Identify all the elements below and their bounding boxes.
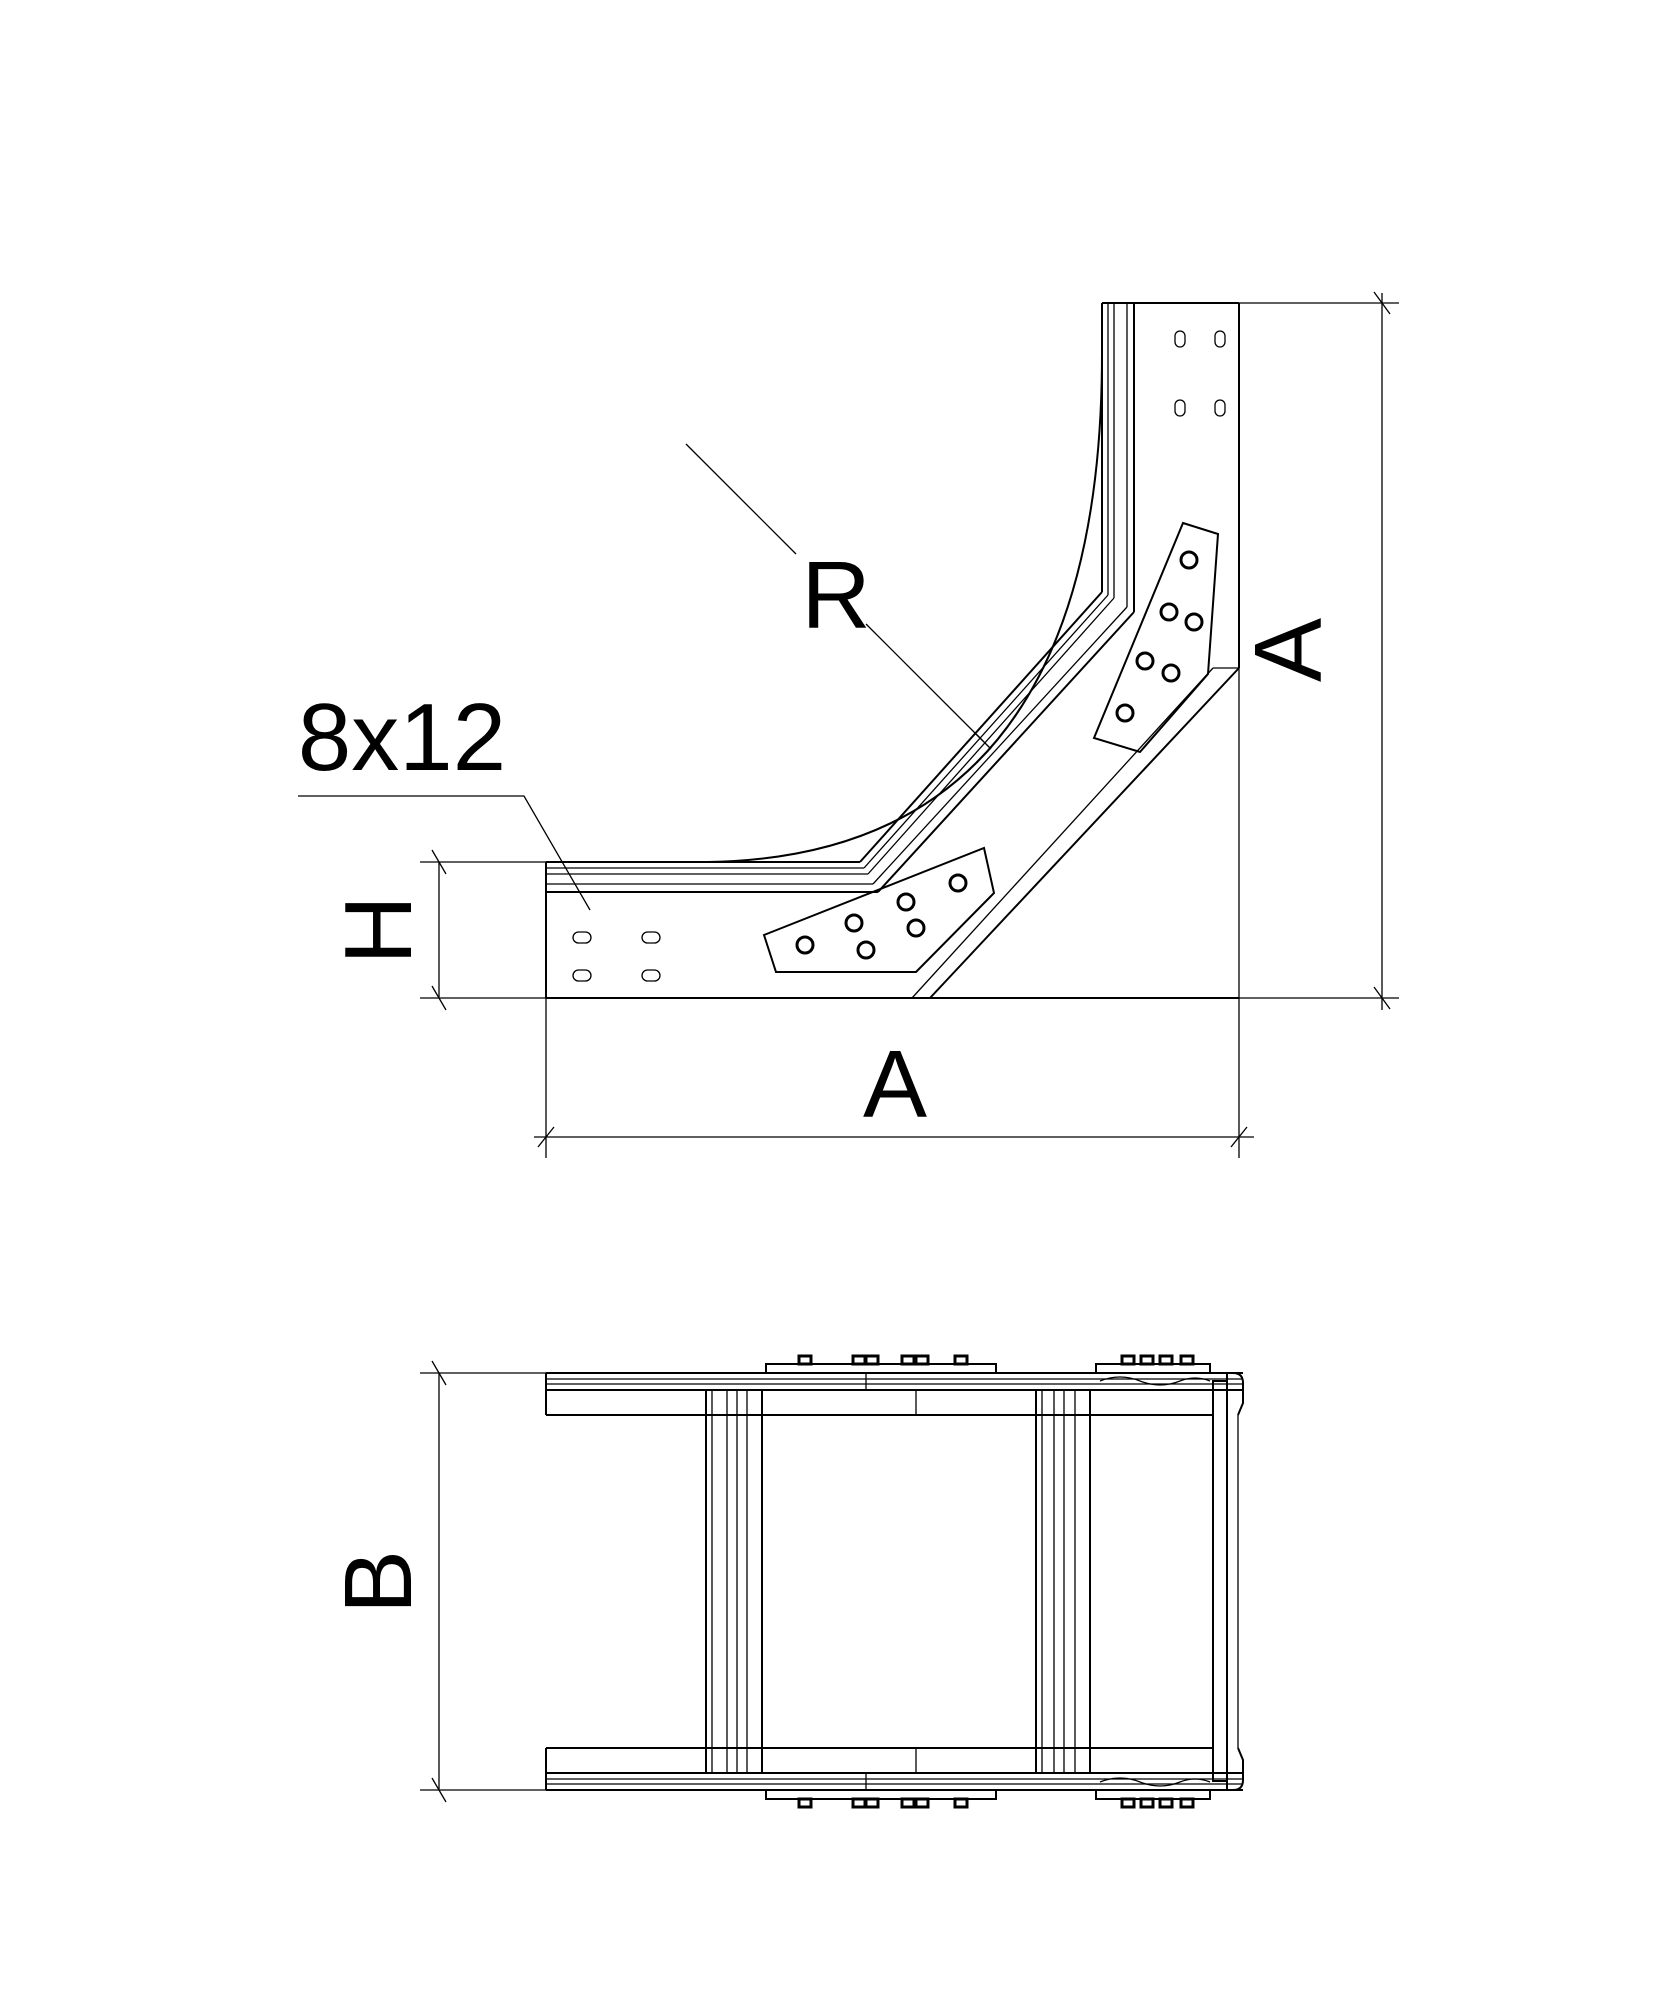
diagonal-section <box>859 591 1240 999</box>
bolt-head-icon <box>914 1354 930 1366</box>
rung <box>705 1390 763 1773</box>
slot-icon <box>1214 330 1226 348</box>
slot-leader <box>298 795 591 911</box>
bolt-head-icon <box>864 1354 880 1366</box>
bolt-icon <box>1179 550 1199 570</box>
radius-label: R <box>801 542 870 649</box>
dimension-h <box>420 849 546 1011</box>
bolt-head-icon <box>1120 1797 1136 1809</box>
slot-icon <box>641 931 661 944</box>
bolt-head-icon <box>1179 1797 1195 1809</box>
slot-icon <box>1174 330 1186 348</box>
splice-plate-upper <box>1092 521 1220 754</box>
bolt-head-icon <box>1120 1354 1136 1366</box>
bolt-icon <box>896 892 916 912</box>
inner-radius-arc <box>707 353 1103 863</box>
horizontal-leg <box>545 861 878 998</box>
bolt-icon <box>948 873 968 893</box>
width-label: B <box>325 1550 432 1614</box>
slot-icon <box>572 931 592 944</box>
bend-side-view <box>298 302 1240 999</box>
bolt-icon <box>1184 612 1204 632</box>
bolt-head-icon <box>953 1354 969 1366</box>
slot-size-label: 8x12 <box>298 684 506 791</box>
bolt-strip-bottom <box>765 1748 1211 1809</box>
bolt-head-icon <box>864 1797 880 1809</box>
bolt-head-icon <box>1179 1354 1195 1366</box>
bolt-head-icon <box>900 1354 916 1366</box>
bolt-head-icon <box>1139 1354 1155 1366</box>
slot-icon <box>1174 399 1186 417</box>
dimension-a-vertical <box>1239 291 1399 1010</box>
bolt-head-icon <box>851 1354 867 1366</box>
dimension-b <box>420 1360 546 1803</box>
bolt-head-icon <box>953 1797 969 1809</box>
bolt-head-icon <box>914 1797 930 1809</box>
bolt-head-icon <box>797 1354 813 1366</box>
bolt-icon <box>844 913 864 933</box>
end-bar <box>1212 1372 1244 1791</box>
bolt-head-icon <box>851 1797 867 1809</box>
bolt-head-icon <box>1139 1797 1155 1809</box>
side-a-horizontal-label: A <box>863 1031 927 1138</box>
bolt-strip-top <box>765 1354 1211 1415</box>
bolt-head-icon <box>797 1797 813 1809</box>
top-view <box>545 1354 1244 1809</box>
bolt-head-icon <box>900 1797 916 1809</box>
bolt-icon <box>856 940 876 960</box>
radius-leader-lower <box>865 623 984 742</box>
height-label: H <box>325 895 432 964</box>
dimension-a-horizontal <box>534 668 1254 1158</box>
bolt-icon <box>1161 663 1181 683</box>
vertical-leg <box>1101 302 1240 668</box>
bolt-head-icon <box>1158 1797 1174 1809</box>
rung <box>1035 1390 1091 1773</box>
slot-icon <box>572 969 592 982</box>
radius-leader-upper <box>685 443 797 555</box>
bolt-head-icon <box>1158 1354 1174 1366</box>
bolt-icon <box>1159 602 1179 622</box>
slot-icon <box>1214 399 1226 417</box>
slot-icon <box>641 969 661 982</box>
bolt-icon <box>906 918 926 938</box>
side-a-vertical-label: A <box>1235 618 1342 682</box>
bolt-icon <box>795 935 815 955</box>
bolt-icon <box>1115 703 1135 723</box>
bolt-icon <box>1135 651 1155 671</box>
splice-plate-lower <box>762 846 996 973</box>
